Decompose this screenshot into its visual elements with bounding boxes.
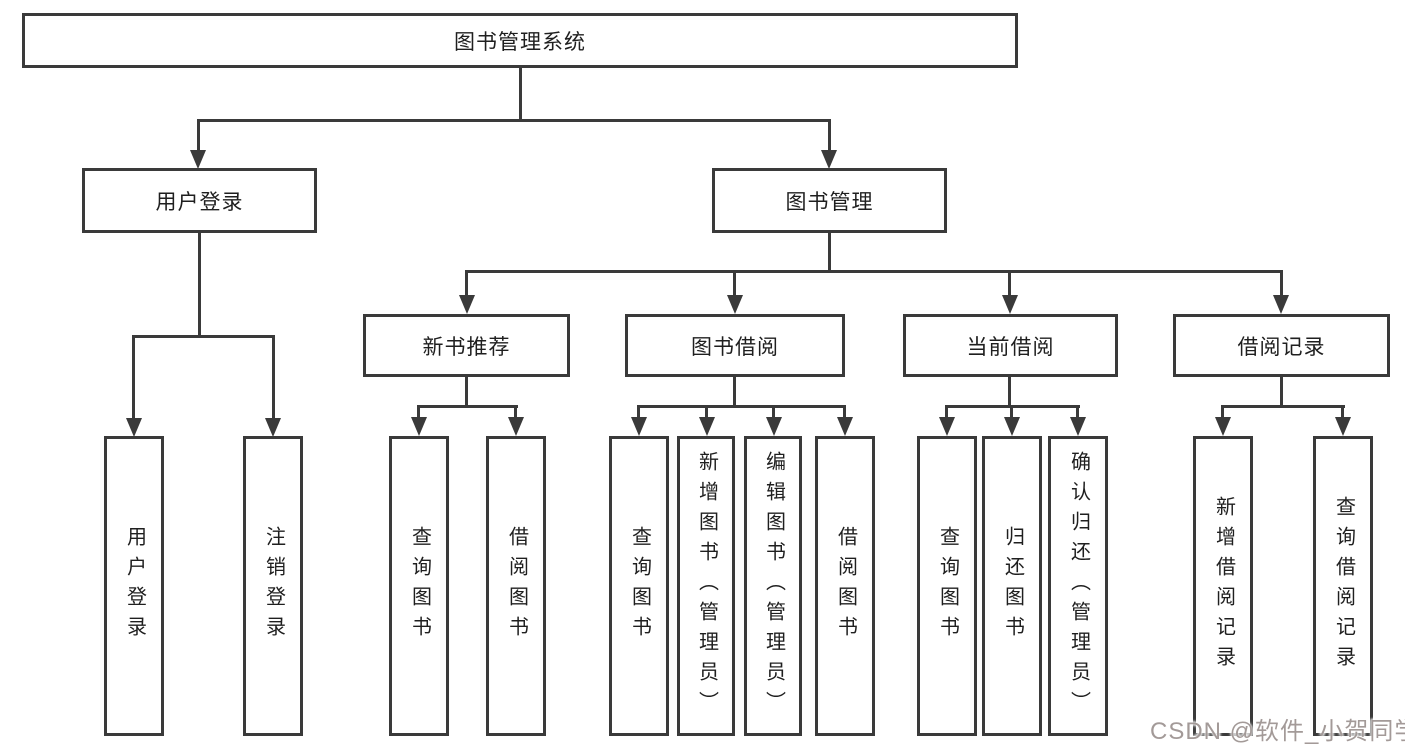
connector-line xyxy=(637,407,640,419)
arrow-down-icon xyxy=(1004,417,1020,436)
leaf-borrow-books-recommend: 借阅图书 xyxy=(486,436,546,736)
arrow-down-icon xyxy=(508,417,524,436)
leaf-query-books-borrow: 查询图书 xyxy=(609,436,669,736)
connector-line xyxy=(1280,377,1283,407)
arrow-down-icon xyxy=(821,150,837,169)
connector-line xyxy=(1008,377,1011,407)
arrow-down-icon xyxy=(727,295,743,314)
leaf-user-login: 用户登录 xyxy=(104,436,164,736)
connector-line xyxy=(945,407,948,419)
connector-line xyxy=(519,66,522,120)
leaf-confirm-return-admin: 确认归还（管理员） xyxy=(1048,436,1108,736)
leaf-add-borrow-record: 新增借阅记录 xyxy=(1193,436,1253,736)
connector-line xyxy=(637,405,846,408)
arrow-down-icon xyxy=(1215,417,1231,436)
connector-line xyxy=(465,270,1283,273)
connector-line xyxy=(945,405,1080,408)
node-library-management-system: 图书管理系统 xyxy=(22,13,1018,68)
arrow-down-icon xyxy=(837,417,853,436)
leaf-edit-books-admin: 编辑图书（管理员） xyxy=(744,436,802,736)
connector-line xyxy=(705,407,708,419)
arrow-down-icon xyxy=(265,418,281,437)
arrow-down-icon xyxy=(1070,417,1086,436)
connector-line xyxy=(417,405,518,408)
leaf-query-borrow-record: 查询借阅记录 xyxy=(1313,436,1373,736)
node-book-borrowing: 图书借阅 xyxy=(625,314,845,377)
connector-line xyxy=(1221,405,1345,408)
connector-line xyxy=(1008,272,1011,297)
watermark: CSDN @软件_小贺同学 xyxy=(1150,718,1405,745)
connector-line xyxy=(272,337,275,420)
arrow-down-icon xyxy=(699,417,715,436)
leaf-borrow-books-borrow: 借阅图书 xyxy=(815,436,875,736)
leaf-add-books-admin: 新增图书（管理员） xyxy=(677,436,735,736)
arrow-down-icon xyxy=(126,418,142,437)
node-borrowing-records: 借阅记录 xyxy=(1173,314,1390,377)
connector-line xyxy=(772,407,775,419)
connector-line xyxy=(828,121,831,152)
node-new-book-recommendation: 新书推荐 xyxy=(363,314,570,377)
leaf-return-books: 归还图书 xyxy=(982,436,1042,736)
connector-line xyxy=(1221,407,1224,419)
arrow-down-icon xyxy=(766,417,782,436)
connector-line xyxy=(828,233,831,272)
connector-line xyxy=(198,233,201,337)
arrow-down-icon xyxy=(631,417,647,436)
connector-line xyxy=(1280,272,1283,297)
arrow-down-icon xyxy=(190,150,206,169)
arrow-down-icon xyxy=(939,417,955,436)
connector-line xyxy=(1341,407,1344,419)
connector-line xyxy=(197,119,831,122)
connector-line xyxy=(843,407,846,419)
connector-line xyxy=(733,272,736,297)
node-book-management: 图书管理 xyxy=(712,168,947,233)
arrow-down-icon xyxy=(1335,417,1351,436)
connector-line xyxy=(465,272,468,297)
arrow-down-icon xyxy=(411,417,427,436)
node-user-login: 用户登录 xyxy=(82,168,317,233)
node-current-borrowing: 当前借阅 xyxy=(903,314,1118,377)
connector-line xyxy=(514,407,517,419)
connector-line xyxy=(1010,407,1013,419)
leaf-query-books-recommend: 查询图书 xyxy=(389,436,449,736)
connector-line xyxy=(733,377,736,407)
connector-line xyxy=(417,407,420,419)
arrow-down-icon xyxy=(1002,295,1018,314)
leaf-logout-login: 注销登录 xyxy=(243,436,303,736)
connector-line xyxy=(197,121,200,152)
connector-line xyxy=(132,335,275,338)
connector-line xyxy=(132,337,135,420)
arrow-down-icon xyxy=(1273,295,1289,314)
arrow-down-icon xyxy=(459,295,475,314)
connector-line xyxy=(1076,407,1079,419)
leaf-query-books-current: 查询图书 xyxy=(917,436,977,736)
connector-line xyxy=(465,377,468,407)
